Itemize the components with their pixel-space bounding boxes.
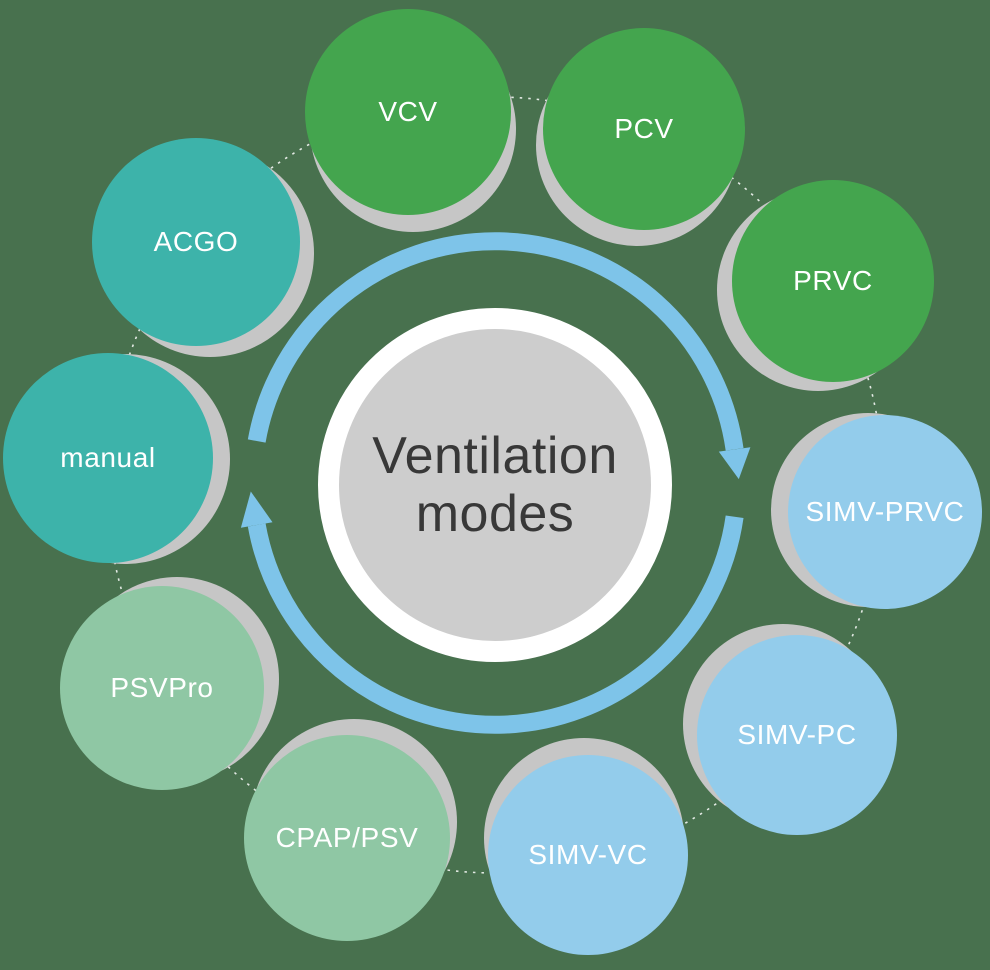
node-prvc: PRVC	[732, 180, 934, 382]
arrowhead-right-icon	[718, 447, 751, 480]
title-line-1: Ventilation	[372, 426, 618, 485]
node-psvpro: PSVPro	[60, 586, 264, 790]
node-simv-prvc: SIMV-PRVC	[788, 415, 982, 609]
node-simv-vc: SIMV-VC	[488, 755, 688, 955]
node-label: PSVPro	[110, 672, 214, 703]
cycle-arc-bottom	[247, 515, 744, 734]
node-manual: manual	[3, 353, 213, 563]
node-simv-pc: SIMV-PC	[697, 635, 897, 835]
node-vcv: VCV	[305, 9, 511, 215]
node-cpap-psv: CPAP/PSV	[244, 735, 450, 941]
title-line-2: modes	[415, 485, 575, 543]
node-acgo: ACGO	[92, 138, 300, 346]
node-label: manual	[60, 442, 156, 473]
center-hub: Ventilation modes	[318, 308, 672, 662]
node-label: SIMV-VC	[528, 839, 648, 870]
node-label: ACGO	[153, 226, 239, 257]
node-pcv: PCV	[543, 28, 745, 230]
node-label: PRVC	[793, 265, 873, 296]
node-label: SIMV-PRVC	[805, 496, 965, 527]
cycle-arc-top	[247, 232, 744, 451]
node-label: CPAP/PSV	[275, 822, 419, 853]
diagram-title: Ventilation modes	[372, 427, 617, 543]
node-label: PCV	[614, 113, 674, 144]
node-label: VCV	[378, 96, 438, 127]
node-label: SIMV-PC	[737, 719, 857, 750]
arrowhead-left-icon	[240, 491, 273, 528]
